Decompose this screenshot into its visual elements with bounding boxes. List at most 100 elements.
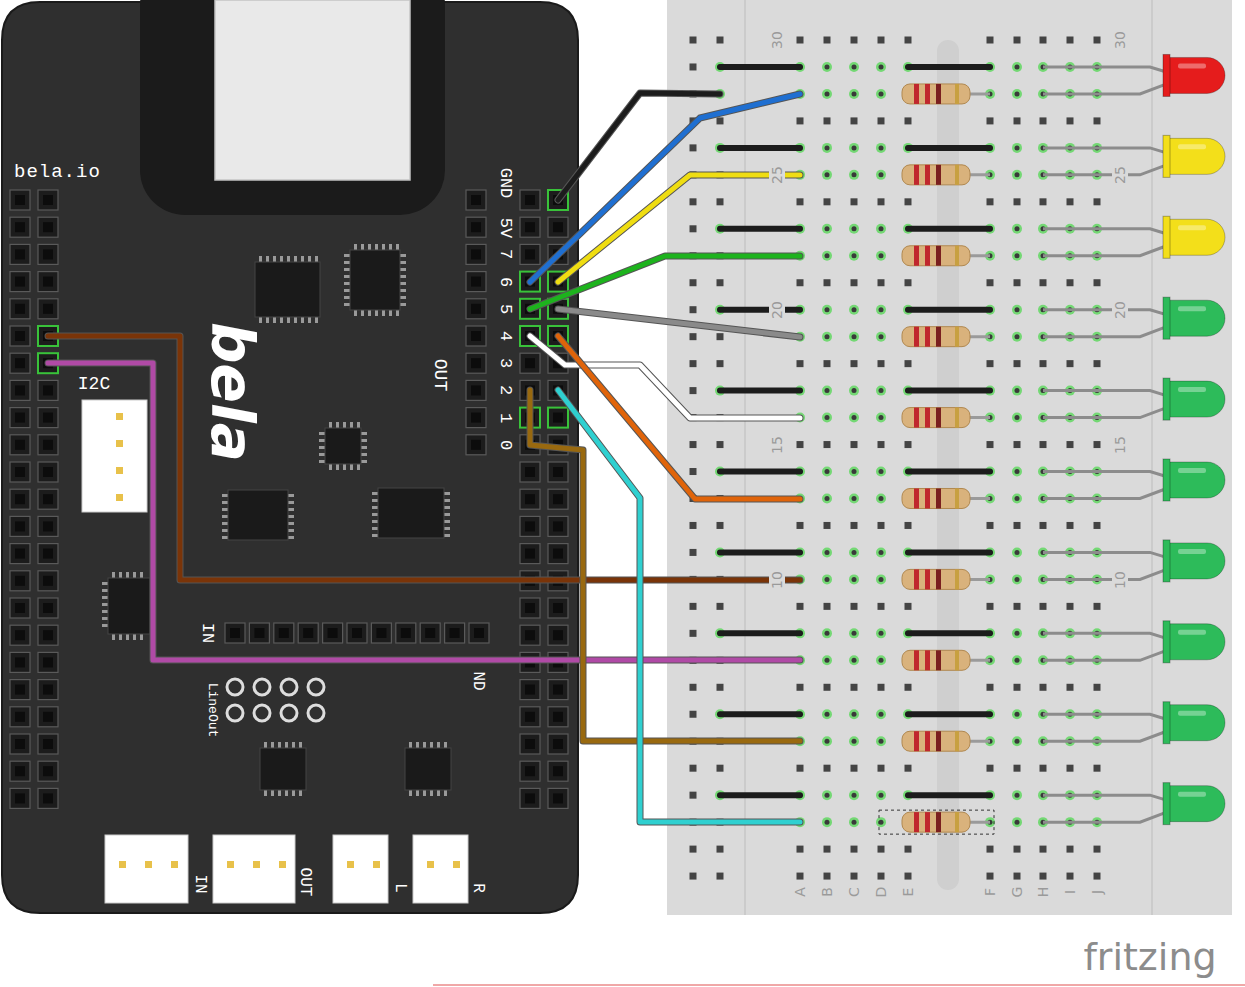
- chip-pin: [294, 256, 297, 262]
- hole-connected: [876, 251, 886, 261]
- hole: [879, 64, 884, 69]
- hole: [825, 226, 830, 231]
- pin-hole: [471, 440, 481, 450]
- board-name: bela.io: [14, 163, 101, 182]
- pad: [254, 705, 270, 721]
- led-flange: [1163, 216, 1170, 258]
- pin-hole: [525, 222, 535, 232]
- header-pin: [520, 734, 540, 754]
- pin-hole: [553, 630, 563, 640]
- pin-hole: [471, 195, 481, 205]
- pin-hole: [553, 222, 563, 232]
- resistor-band: [955, 812, 959, 832]
- hole-connected: [849, 790, 859, 800]
- resistor-symbol: [902, 408, 970, 428]
- hole: [1015, 658, 1020, 663]
- pin-hole: [525, 685, 535, 695]
- hole: [1040, 684, 1047, 691]
- hole-connected: [1012, 251, 1022, 261]
- connector-label: L: [392, 883, 408, 893]
- pin-hole: [43, 657, 53, 667]
- chip-pin: [437, 742, 440, 748]
- hole: [878, 873, 885, 880]
- hole: [851, 846, 858, 853]
- header-pin: [10, 652, 30, 672]
- row-number: 30: [1112, 29, 1128, 51]
- jumper-wire: [908, 792, 990, 798]
- hole-connected: [876, 628, 886, 638]
- resistor-band: [914, 246, 919, 266]
- pin-hole: [15, 712, 25, 722]
- hole: [825, 739, 830, 744]
- hole: [797, 279, 804, 286]
- chip-body: [350, 250, 400, 310]
- wire: [558, 93, 720, 200]
- ic-chip: [222, 490, 294, 540]
- hole: [879, 415, 884, 420]
- chip-pin: [343, 464, 346, 470]
- chip-pin: [343, 422, 346, 428]
- hole: [1067, 684, 1074, 691]
- pin-hole: [525, 630, 535, 640]
- pad: [254, 679, 270, 695]
- header-pin: [10, 353, 30, 373]
- header-pin: [548, 788, 568, 808]
- hole: [824, 360, 831, 367]
- chip-pin: [280, 256, 283, 262]
- header-pin: [10, 408, 30, 428]
- hole-connected: [849, 89, 859, 99]
- connector-pin: [253, 861, 260, 868]
- pin-hole: [303, 628, 313, 638]
- jumper-wire: [908, 549, 990, 555]
- hole: [1040, 360, 1047, 367]
- connector-label: OUT: [297, 868, 313, 897]
- hole: [1015, 145, 1020, 150]
- pin-hole: [553, 494, 563, 504]
- pin-label: 5V: [497, 218, 514, 238]
- column-letter: J: [1090, 890, 1104, 894]
- hole: [852, 577, 857, 582]
- section-label: ND: [470, 671, 486, 690]
- row-number: 20: [1112, 299, 1128, 321]
- hole: [717, 279, 724, 286]
- connector-pin: [116, 467, 123, 474]
- chip-pin: [389, 310, 392, 316]
- header-pin: [225, 623, 245, 643]
- wire-outline: [558, 390, 800, 822]
- hole: [1014, 360, 1021, 367]
- header-pin: [520, 353, 540, 373]
- pin-hole: [474, 628, 484, 638]
- chip-pin: [344, 303, 350, 306]
- chip-pin: [287, 317, 290, 323]
- chip-pin: [308, 317, 311, 323]
- hole: [852, 631, 857, 636]
- led-leg: [1043, 326, 1168, 336]
- selection-box: [879, 810, 994, 834]
- pin-headers: [10, 190, 568, 808]
- hole: [690, 37, 697, 44]
- hole: [824, 37, 831, 44]
- hole: [1015, 631, 1020, 636]
- chip-pin: [140, 634, 143, 640]
- pin-hole: [15, 385, 25, 395]
- hole: [825, 307, 830, 312]
- header-pin: [38, 707, 58, 727]
- hole: [1094, 684, 1101, 691]
- header-pin: [38, 571, 58, 591]
- header-pin: [548, 516, 568, 536]
- pin-hole: [43, 195, 53, 205]
- hole: [1040, 765, 1047, 772]
- chip-pin: [444, 742, 447, 748]
- header-pin: [10, 680, 30, 700]
- hole: [690, 387, 697, 394]
- chip-pin: [368, 244, 371, 250]
- pin-hole: [15, 739, 25, 749]
- header-pin: [445, 623, 465, 643]
- led-leg: [1043, 714, 1168, 719]
- audio-connector: [105, 835, 188, 903]
- hole: [987, 873, 994, 880]
- header-pin: [38, 625, 58, 645]
- led-flange: [1163, 297, 1170, 339]
- pin-hole: [376, 628, 386, 638]
- hole: [690, 279, 697, 286]
